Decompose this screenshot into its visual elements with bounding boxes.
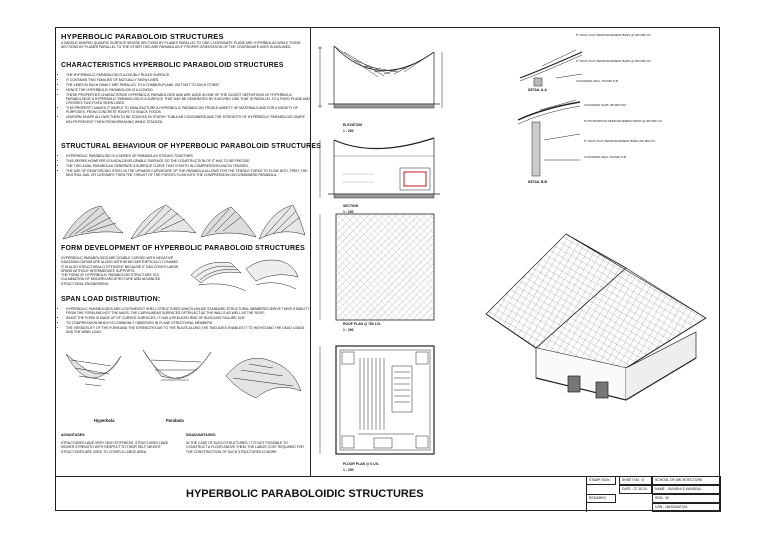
elevation-label: ELEVATION — [343, 123, 362, 127]
list-item: THESE PROPERTIES CHARACTERIZE HYPERBOLIC… — [66, 93, 310, 106]
roof-plan-drawing — [319, 213, 435, 321]
list-item: IT CONTAINS TWO FAMILIES OF MUTUALLY SKE… — [66, 78, 310, 82]
list-item: THE TWO AXIAL PARABOLAS GENERATE A SURFA… — [66, 164, 310, 168]
usn-cell: USN : 1NH21BAT024 — [652, 503, 721, 512]
floor-plan-label: FLOOR PLAN @ 0 LVL — [343, 462, 380, 466]
list-item: UNIFORM SHAPE ALLOWS THEM TO BE STACKED … — [66, 115, 310, 124]
list-item: THE VERSATILITY OF THE FORM AND THE STRE… — [66, 326, 310, 335]
form-text: HYPERBOLIC PARABOLOIDS ARE DOUBLE CURVED… — [61, 256, 181, 286]
detail-a-label: DETAIL A-A — [528, 88, 547, 92]
list-item: THIS PROPERTY MAKES IT SIMPLE TO MANUFAC… — [66, 106, 310, 115]
hyperbola-parabola-figures — [65, 349, 302, 399]
list-item: SINCE THE FORM IS MADE UP OF CURVED SURF… — [66, 316, 310, 320]
detail-b-note: 8" PROPORTION REINFORCEMENT BARS @ 300 M… — [584, 119, 663, 123]
behaviour-list: HYPERBOLIC PARABOLOID IS A SERIES OF PAR… — [58, 154, 310, 178]
hypar-sketches — [62, 204, 306, 240]
list-item: THE LINES IN EACH FAMILY ARE PARALLEL TO… — [66, 83, 310, 87]
characteristics-heading: CHARACTERISTICS HYPERBOLIC PARABOLOID ST… — [61, 62, 284, 69]
title-block-top-border — [56, 476, 721, 477]
detail-a-note: 8" THICK FLAT REINFORCEMENT BARS @ 300 M… — [576, 33, 652, 37]
intro-text: A SADDLE-SHAPED QUADRIC SURFACE WHOSE SE… — [61, 41, 301, 50]
elevation-drawing — [318, 45, 443, 109]
floor-plan-scale: 1 : 200 — [343, 468, 354, 472]
sheet-number-cell: SHEET NO : 6 — [619, 476, 652, 485]
span-list: HYPERBOLIC PARABOLOIDS ARE LIGHTWEIGHT S… — [58, 307, 310, 335]
list-item: THE USE OF REINFORCING STEEL IN THE UPWA… — [66, 169, 310, 178]
perspective-view — [485, 233, 707, 401]
detail-b-note: CONCRETE WALL 150 MM THK — [584, 155, 627, 159]
roof-plan-label: ROOF PLAN @ 780 LVL — [343, 322, 381, 326]
list-item: THE HYPERBOLIC PARABOLOID IS A DOUBLY RU… — [66, 73, 310, 77]
main-title: HYPERBOLIC PARABOLOIDIC STRUCTURES — [186, 488, 424, 500]
school-cell: SCHOOL OF ARCHITECTURE — [652, 476, 721, 485]
list-item: THIS SERIES HOWEVER IS A NON-DEVELOPABLE… — [66, 159, 310, 163]
advantages-heading: ADVANTAGES: — [61, 433, 86, 437]
drawing-sheet: HYPERBOLIC PARABOLOID STRUCTURES A SADDL… — [55, 27, 721, 512]
column-divider — [310, 28, 311, 476]
section-scale: 1 : 200 — [343, 210, 354, 214]
disadvantages-heading: DISADVANTAGES: — [186, 433, 217, 437]
form-paragraph: HYPERBOLIC PARABOLOIDS ARE DOUBLE CURVED… — [61, 256, 180, 265]
list-item: TO COMPRESSION WHICH IS COMMONLY OBSERVE… — [66, 321, 310, 325]
date-cell: DATE : 27.10.24 — [619, 485, 652, 494]
list-item: HYPERBOLIC PARABOLOIDS ARE LIGHTWEIGHT S… — [66, 307, 310, 316]
roof-plan-scale: 1 : 200 — [343, 328, 354, 332]
detail-b-label: DETAIL B-B — [528, 180, 547, 184]
form-paragraph: THE FORM OF HYPERBOLIC PARABOLOID STRUCT… — [61, 273, 161, 286]
detail-b-note: CONCRETE SLAB 100 MM THK — [584, 103, 627, 107]
detail-a-drawing — [519, 49, 583, 87]
list-item: HYPERBOLIC PARABOLOID IS A SERIES OF PAR… — [66, 154, 310, 158]
detail-a-note: CONCRETE WALL 150 MM THK — [576, 79, 619, 83]
parabola-label: Parabola — [166, 418, 184, 423]
form-paragraph: IT IS ALSO STRUCTURALLY EFFICIENT BECAUS… — [61, 264, 179, 273]
name-cell: NAME : SUNIDHI S KANDEAL — [652, 485, 721, 494]
sheet-heading: HYPERBOLIC PARABOLOID STRUCTURES — [61, 32, 224, 41]
detail-b-drawing — [517, 99, 581, 177]
stamp-cell: STAMP SIGN — [586, 476, 616, 485]
remarks-cell: REMARKS — [586, 494, 616, 503]
semester-cell: SEM : VII — [652, 494, 721, 503]
floor-plan-drawing — [319, 345, 435, 455]
detail-a-note: 8" THICK FLAT REINFORCEMENT BARS @ 300 M… — [576, 59, 652, 63]
form-heading: FORM DEVELOPMENT OF HYPERBOLIC PARABOLOI… — [61, 245, 305, 252]
elevation-scale: 1 : 200 — [343, 129, 354, 133]
section-drawing — [319, 137, 440, 199]
section-label: SECTION — [343, 204, 359, 208]
form-development-sketch — [190, 259, 299, 292]
span-heading: SPAN LOAD DISTRIBUTION: — [61, 296, 161, 303]
behaviour-heading: STRUCTURAL BEHAVIOUR OF HYPERBOLIC PARAB… — [61, 143, 322, 150]
detail-b-note: 8" THICK FLAT REINFORCEMENT BARS 300 MM … — [584, 139, 656, 143]
hyperbola-label: Hyperbola — [94, 418, 115, 423]
advantages-text: STRUCTURES HAVE VERY HIGH STIFFNESS. STR… — [61, 441, 169, 454]
list-item: HENCE THE HYPERBOLIC PARABOLOID IS A CON… — [66, 88, 310, 92]
disadvantages-text: IN THE CASE OF SUCH STRUCTURES, IT IS NO… — [186, 441, 304, 454]
characteristics-list: THE HYPERBOLIC PARABOLOID IS A DOUBLY RU… — [58, 73, 310, 124]
